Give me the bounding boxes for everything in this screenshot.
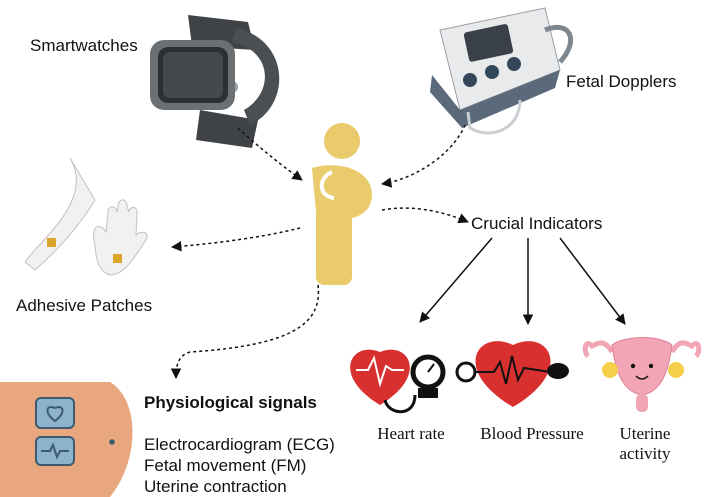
signal-item-ecg: Electrocardiogram (ECG) bbox=[144, 435, 335, 454]
patch-icon bbox=[113, 254, 122, 263]
indicator-arrows bbox=[419, 237, 626, 326]
uterine-activity-line2: activity bbox=[619, 444, 671, 463]
smartwatch-icon bbox=[150, 15, 280, 148]
crucial-indicators-label: Crucial Indicators bbox=[471, 214, 603, 233]
physiological-signals-list: Electrocardiogram (ECG) Fetal movement (… bbox=[144, 434, 335, 497]
belly-monitor-icon bbox=[0, 382, 133, 497]
uterine-activity-label: Uterine activity bbox=[610, 424, 680, 464]
adhesive-patch-hand-icon bbox=[24, 157, 148, 276]
physiological-signals-heading: Physiological signals bbox=[144, 393, 317, 412]
uterine-activity-line1: Uterine bbox=[619, 424, 671, 443]
patch-icon bbox=[47, 238, 56, 247]
blood-pressure-label: Blood Pressure bbox=[480, 424, 584, 443]
heart-rate-label: Heart rate bbox=[377, 424, 445, 443]
connector-arrows bbox=[170, 124, 469, 380]
signal-item-uterine: Uterine contraction bbox=[144, 477, 287, 496]
heart-rate-icon bbox=[350, 349, 446, 414]
fetal-doppler-icon bbox=[430, 7, 574, 135]
adhesive-patches-label: Adhesive Patches bbox=[16, 296, 153, 315]
fetal-dopplers-label: Fetal Dopplers bbox=[566, 72, 677, 91]
smartwatches-label: Smartwatches bbox=[30, 36, 138, 55]
blood-pressure-icon bbox=[455, 341, 569, 407]
signal-item-fm: Fetal movement (FM) bbox=[144, 456, 307, 475]
uterus-icon bbox=[582, 337, 702, 412]
pregnant-woman-icon bbox=[312, 123, 372, 285]
